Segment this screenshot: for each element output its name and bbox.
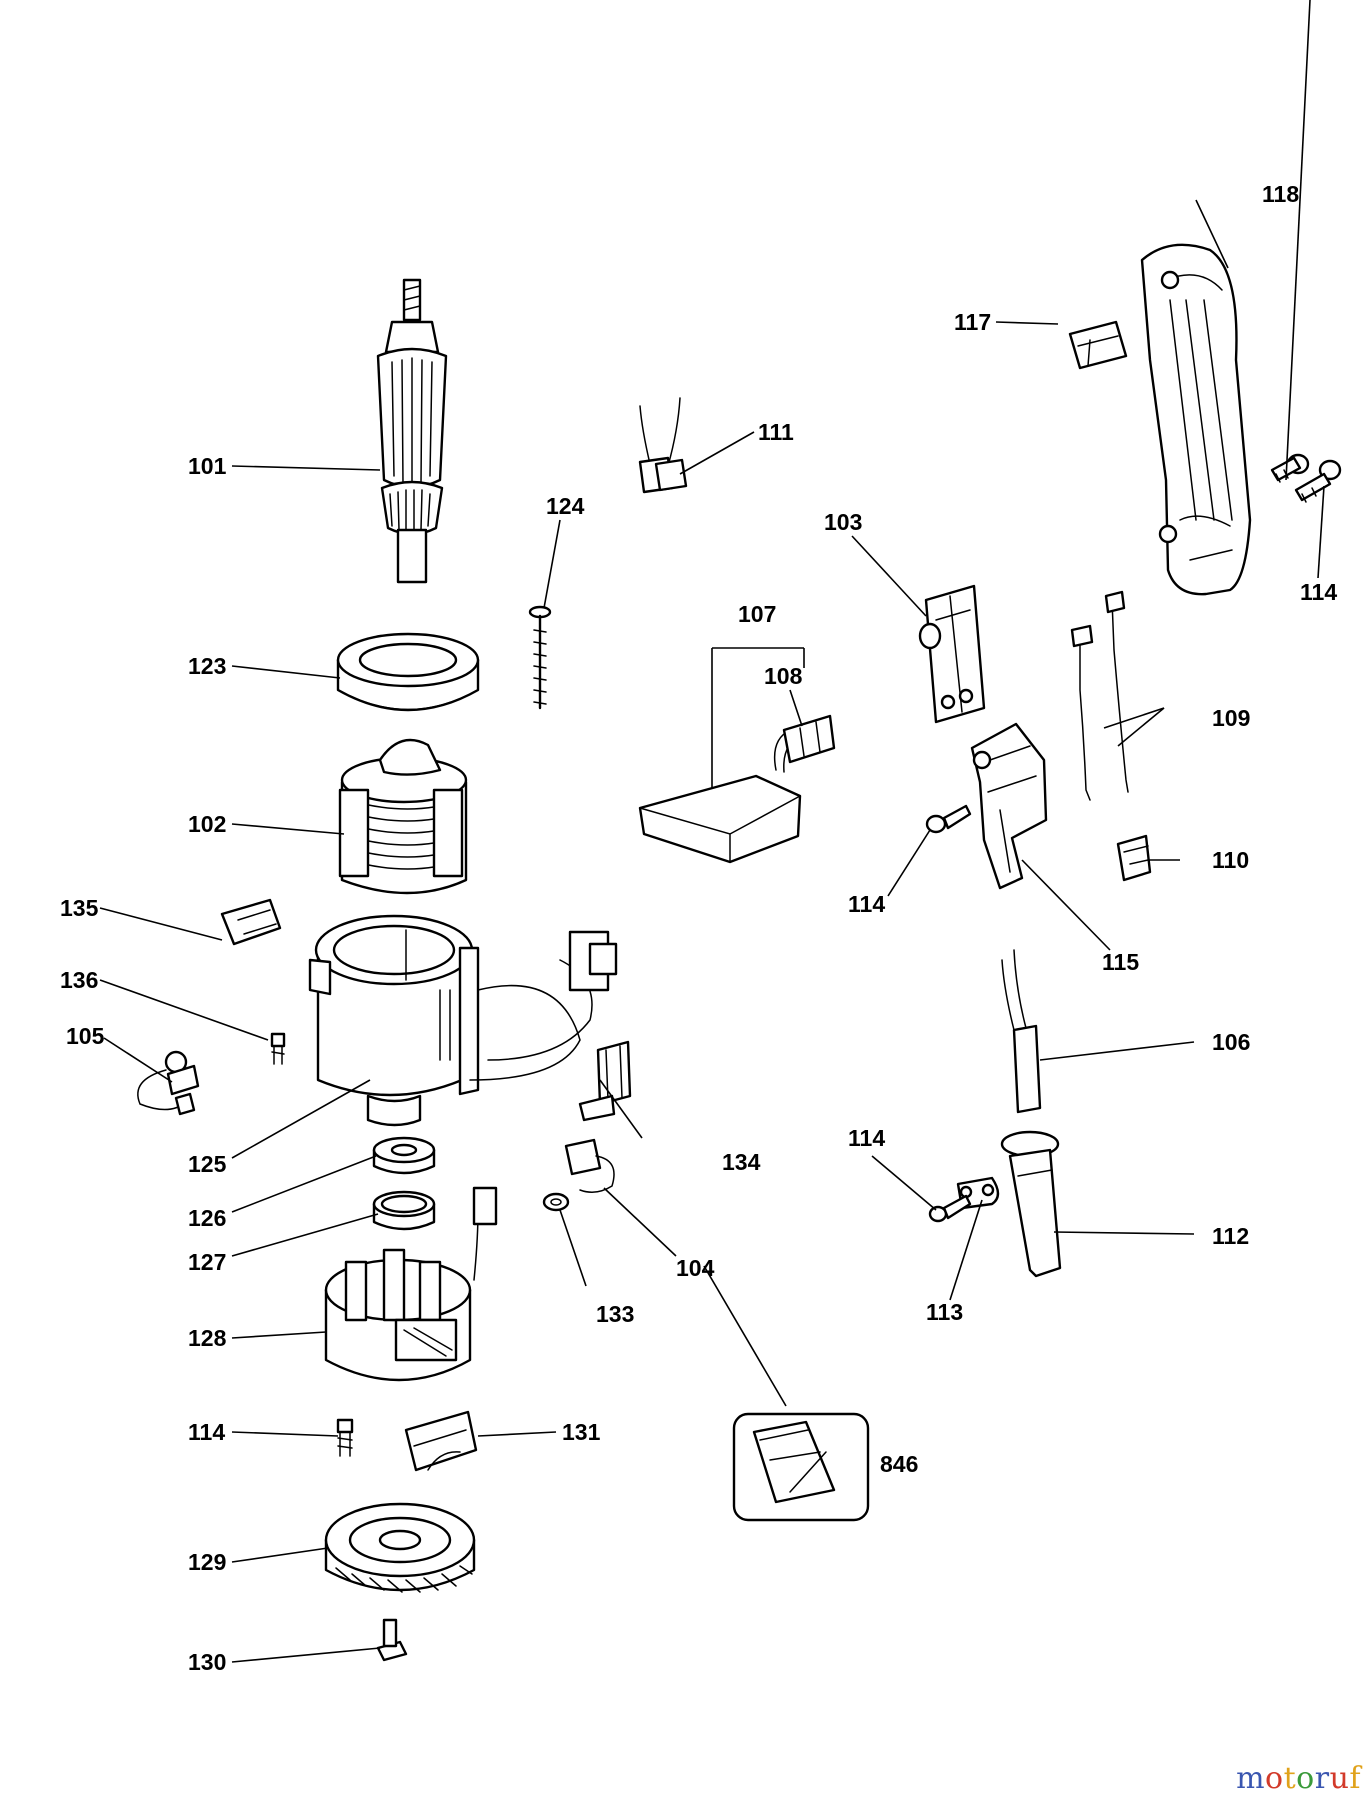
label-102: 102 bbox=[188, 811, 226, 837]
label-112: 112 bbox=[1212, 1223, 1249, 1249]
label-127: 127 bbox=[188, 1249, 226, 1275]
label-104: 104 bbox=[676, 1255, 715, 1281]
cable-106 bbox=[1001, 949, 1042, 1114]
screw-114-mid bbox=[925, 804, 972, 834]
brush-holder-128 bbox=[324, 1186, 498, 1382]
carbon-brushes-111 bbox=[638, 397, 688, 494]
watermark-letter: o bbox=[1265, 1761, 1284, 1796]
label-114-mid: 114 bbox=[848, 891, 885, 917]
carbon-brush-104 bbox=[564, 1138, 615, 1193]
watermark-logo: motoruf bbox=[1236, 1761, 1361, 1796]
clip-110 bbox=[1116, 834, 1152, 882]
bearing-126 bbox=[372, 1136, 436, 1175]
watermark-letter: m bbox=[1236, 1761, 1266, 1796]
label-130: 130 bbox=[188, 1649, 226, 1675]
clip-135 bbox=[220, 898, 282, 946]
label-128: 128 bbox=[188, 1325, 227, 1351]
label-106: 106 bbox=[1212, 1029, 1250, 1055]
label-846: 846 bbox=[880, 1451, 918, 1477]
handle-insert-115 bbox=[970, 722, 1048, 890]
label-108: 108 bbox=[764, 663, 803, 689]
label-124: 124 bbox=[546, 493, 585, 519]
motor-housing-125 bbox=[308, 914, 618, 1127]
label-107: 107 bbox=[738, 601, 776, 627]
bushing-127 bbox=[372, 1190, 436, 1231]
screw-124 bbox=[528, 605, 552, 710]
leader-lines bbox=[99, 0, 1325, 1663]
parts-bag-846 bbox=[732, 1412, 870, 1522]
label-101: 101 bbox=[188, 453, 227, 479]
label-126: 126 bbox=[188, 1205, 226, 1231]
screws-114-right bbox=[1270, 453, 1342, 503]
label-123: 123 bbox=[188, 653, 226, 679]
electronic-module-107 bbox=[638, 729, 802, 864]
label-117: 117 bbox=[954, 309, 991, 335]
label-109: 109 bbox=[1212, 705, 1250, 731]
label-105: 105 bbox=[66, 1023, 105, 1049]
clip-117 bbox=[1068, 320, 1128, 370]
label-115: 115 bbox=[1102, 949, 1139, 975]
handle-118 bbox=[1140, 243, 1252, 596]
label-114-clamp: 114 bbox=[848, 1125, 885, 1151]
screw-114-left bbox=[336, 1418, 354, 1457]
wires-109 bbox=[1070, 590, 1129, 801]
fan-129 bbox=[324, 1502, 476, 1593]
label-110: 110 bbox=[1212, 847, 1249, 873]
callout-labels: 101 123 102 135 136 105 125 126 127 128 … bbox=[60, 181, 1337, 1675]
screw-136 bbox=[270, 1032, 286, 1065]
screw-114-clamp bbox=[928, 1194, 972, 1223]
watermark-letter: o bbox=[1296, 1761, 1315, 1796]
label-136: 136 bbox=[60, 967, 98, 993]
label-131: 131 bbox=[562, 1419, 601, 1445]
carbon-brush-105 bbox=[137, 1050, 200, 1116]
label-118: 118 bbox=[1262, 181, 1299, 207]
nut-130 bbox=[376, 1618, 408, 1662]
switch-103 bbox=[918, 584, 986, 724]
label-129: 129 bbox=[188, 1549, 226, 1575]
brush-holder-134 bbox=[578, 1040, 632, 1122]
label-103: 103 bbox=[824, 509, 862, 535]
clip-131 bbox=[404, 1410, 478, 1472]
label-133: 133 bbox=[596, 1301, 634, 1327]
label-114-right: 114 bbox=[1300, 579, 1337, 605]
watermark-letter: t bbox=[1283, 1761, 1297, 1796]
field-stator-102 bbox=[338, 738, 468, 895]
watermark-letter: f bbox=[1349, 1761, 1361, 1796]
label-125: 125 bbox=[188, 1151, 227, 1177]
label-134: 134 bbox=[722, 1149, 761, 1175]
watermark-letter: u bbox=[1329, 1761, 1350, 1796]
armature-101 bbox=[376, 278, 448, 584]
label-113: 113 bbox=[926, 1299, 963, 1325]
watermark-letter: r bbox=[1314, 1761, 1330, 1796]
spring-133 bbox=[542, 1192, 570, 1212]
baffle-ring-123 bbox=[336, 632, 480, 712]
label-111: 111 bbox=[758, 419, 794, 445]
label-114-left: 114 bbox=[188, 1419, 225, 1445]
label-135: 135 bbox=[60, 895, 99, 921]
connector-108 bbox=[782, 714, 836, 764]
cable-protector-112 bbox=[1000, 1130, 1062, 1278]
